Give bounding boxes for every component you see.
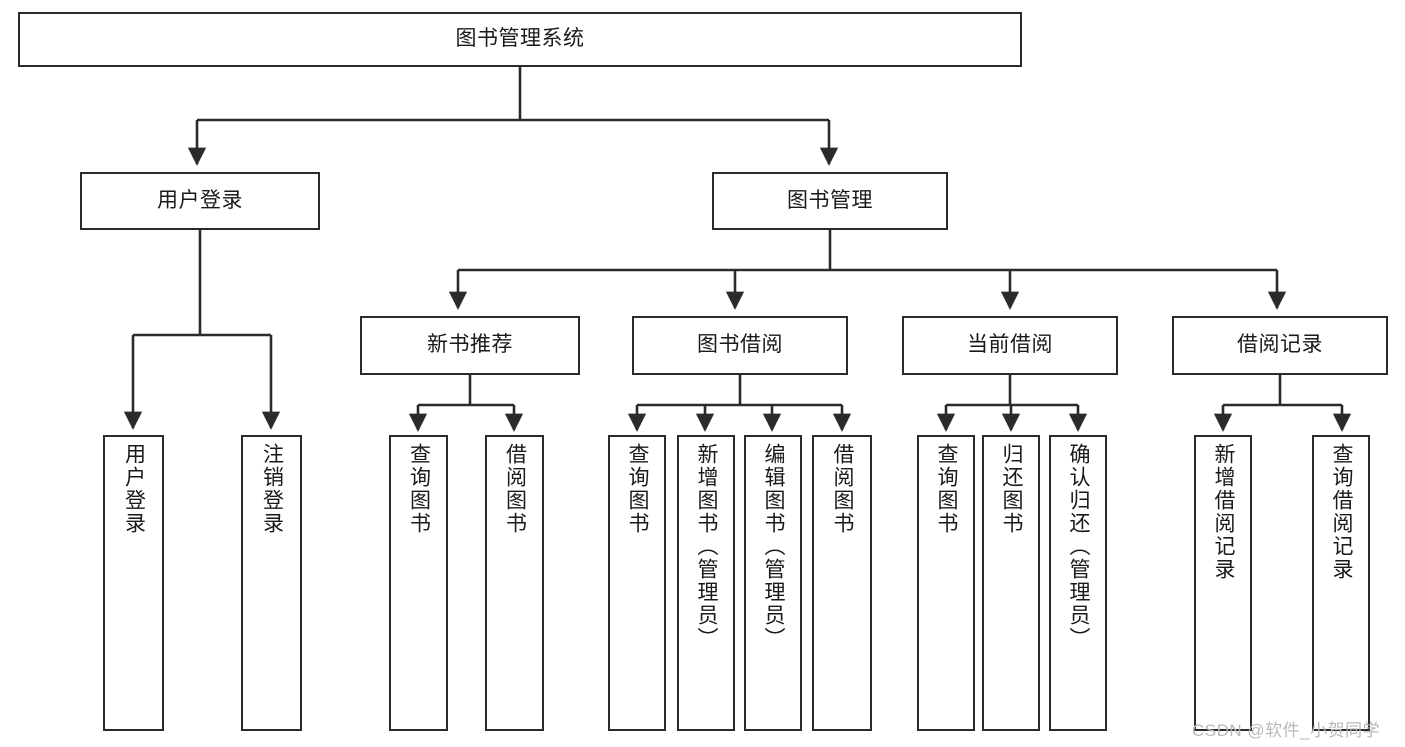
leaf-logout[interactable]: 注销登录 — [241, 435, 302, 731]
leaf-add-book-admin[interactable]: 新增图书（管理员） — [677, 435, 735, 731]
node-label: 用户登录 — [122, 443, 146, 535]
leaf-return-book[interactable]: 归还图书 — [982, 435, 1040, 731]
node-label: 用户登录 — [157, 188, 243, 212]
node-root-system[interactable]: 图书管理系统 — [18, 12, 1022, 67]
node-label: 新增图书（管理员） — [695, 443, 719, 650]
node-label: 图书管理 — [787, 188, 873, 212]
node-label: 查询图书 — [407, 443, 431, 535]
leaf-query-book-current[interactable]: 查询图书 — [917, 435, 975, 731]
leaf-query-book-borrow[interactable]: 查询图书 — [608, 435, 666, 731]
node-label: 图书借阅 — [697, 333, 783, 357]
leaf-confirm-return-admin[interactable]: 确认归还（管理员） — [1049, 435, 1107, 731]
node-user-login[interactable]: 用户登录 — [80, 172, 320, 230]
node-label: 借阅记录 — [1237, 333, 1323, 357]
node-label: 当前借阅 — [967, 333, 1053, 357]
node-label: 归还图书 — [1000, 443, 1024, 535]
leaf-add-borrow-record[interactable]: 新增借阅记录 — [1194, 435, 1252, 731]
node-label: 查询图书 — [935, 443, 959, 535]
csdn-watermark: CSDN @软件_小贺同学 — [1192, 721, 1381, 740]
node-label: 注销登录 — [260, 443, 284, 535]
leaf-borrow-book[interactable]: 借阅图书 — [812, 435, 872, 731]
node-label: 新增借阅记录 — [1212, 443, 1236, 581]
leaf-edit-book-admin[interactable]: 编辑图书（管理员） — [744, 435, 802, 731]
node-new-book-recommend[interactable]: 新书推荐 — [360, 316, 580, 375]
leaf-user-login[interactable]: 用户登录 — [103, 435, 164, 731]
node-label: 借阅图书 — [503, 443, 527, 535]
node-label: 查询借阅记录 — [1330, 443, 1354, 581]
node-book-management[interactable]: 图书管理 — [712, 172, 948, 230]
node-current-borrow[interactable]: 当前借阅 — [902, 316, 1118, 375]
node-label: 编辑图书（管理员） — [762, 443, 786, 650]
leaf-query-book-recommend[interactable]: 查询图书 — [389, 435, 448, 731]
node-label: 借阅图书 — [831, 443, 855, 535]
node-label: 图书管理系统 — [455, 27, 585, 51]
leaf-borrow-book-recommend[interactable]: 借阅图书 — [485, 435, 544, 731]
node-label: 新书推荐 — [427, 333, 513, 357]
leaf-query-borrow-record[interactable]: 查询借阅记录 — [1312, 435, 1370, 731]
node-label: 查询图书 — [626, 443, 650, 535]
node-book-borrow[interactable]: 图书借阅 — [632, 316, 848, 375]
node-label: 确认归还（管理员） — [1067, 443, 1091, 650]
node-borrow-records[interactable]: 借阅记录 — [1172, 316, 1388, 375]
